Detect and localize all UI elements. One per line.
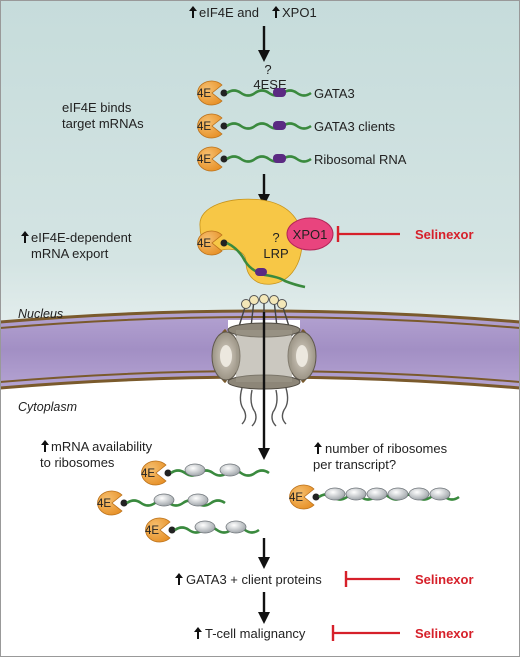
selinexor-label: Selinexor xyxy=(415,227,474,242)
selinexor-label: Selinexor xyxy=(415,572,474,587)
binds-label-line2: target mRNAs xyxy=(62,116,144,131)
binds-label-line1: eIF4E binds xyxy=(62,100,132,115)
ribosome xyxy=(194,520,216,534)
mrna-availability-line2: to ribosomes xyxy=(40,455,115,470)
lrp-question: ? xyxy=(272,230,279,245)
export-complex: XPO1 ? LRP 4E xyxy=(197,198,334,289)
ribosome xyxy=(387,487,409,501)
selinexor-label: Selinexor xyxy=(415,626,474,641)
export-label-line2: mRNA export xyxy=(31,246,109,261)
malignancy-label: T-cell malignancy xyxy=(205,626,306,641)
polysome-mrna: 4E xyxy=(289,484,460,510)
ribosome xyxy=(345,487,367,501)
eif4e-label: 4E xyxy=(197,238,211,250)
inhibition-xpo1: Selinexor xyxy=(336,226,474,242)
inhibition-malignancy: Selinexor xyxy=(331,625,474,641)
mrna-availability-line1: mRNA availability xyxy=(51,439,153,454)
ribosomes-question-line2: per transcript? xyxy=(313,457,396,472)
ribosome xyxy=(184,463,206,477)
nucleus-label: Nucleus xyxy=(18,307,63,321)
eif4e-label: 4E xyxy=(97,498,111,510)
eif4e-label: 4E xyxy=(141,468,155,480)
mrna-row: 4E GATA3 clients xyxy=(197,113,396,139)
top-label-eif4e: eIF4E and xyxy=(199,5,259,20)
ribosome xyxy=(187,493,209,507)
xpo1-label: XPO1 xyxy=(293,227,328,242)
lrp-label: LRP xyxy=(263,246,288,261)
cytoplasm-region xyxy=(0,350,520,657)
ribosomes-question-line1: number of ribosomes xyxy=(325,441,448,456)
translating-mrna: 4E xyxy=(141,460,270,486)
cytoplasm-label: Cytoplasm xyxy=(18,400,77,414)
ribosome xyxy=(219,463,241,477)
eif4e-label: 4E xyxy=(197,88,211,100)
gata3-proteins-label: GATA3 + client proteins xyxy=(186,572,322,587)
inhibition-gata3: Selinexor xyxy=(344,571,474,587)
translating-mrna: 4E xyxy=(97,490,226,516)
xpo1-protein xyxy=(286,217,334,251)
mrna-ribosomal-label: Ribosomal RNA xyxy=(314,152,407,167)
mrna-gata3-label: GATA3 xyxy=(314,86,355,101)
ribosome xyxy=(153,493,175,507)
top-label-xpo1: XPO1 xyxy=(282,5,317,20)
ribosome xyxy=(408,487,430,501)
eif4e-label: 4E xyxy=(289,492,303,504)
eif4e-label: 4E xyxy=(145,525,159,537)
ribosome xyxy=(225,520,247,534)
ribosome xyxy=(366,487,388,501)
eif4e-label: 4E xyxy=(197,154,211,166)
top-label: eIF4E and XPO1 xyxy=(189,5,317,20)
export-label-line1: eIF4E-dependent xyxy=(31,230,132,245)
eif4e-label: 4E xyxy=(197,121,211,133)
translating-mrna: 4E xyxy=(145,517,260,543)
mrna-row: 4E GATA3 xyxy=(197,80,355,106)
mrna-gata3-clients-label: GATA3 clients xyxy=(314,119,396,134)
ribosome xyxy=(429,487,451,501)
question-mark: ? xyxy=(264,62,271,77)
ribosome xyxy=(324,487,346,501)
lrp-protein xyxy=(199,198,303,285)
mrna-row: 4E Ribosomal RNA xyxy=(197,146,407,172)
